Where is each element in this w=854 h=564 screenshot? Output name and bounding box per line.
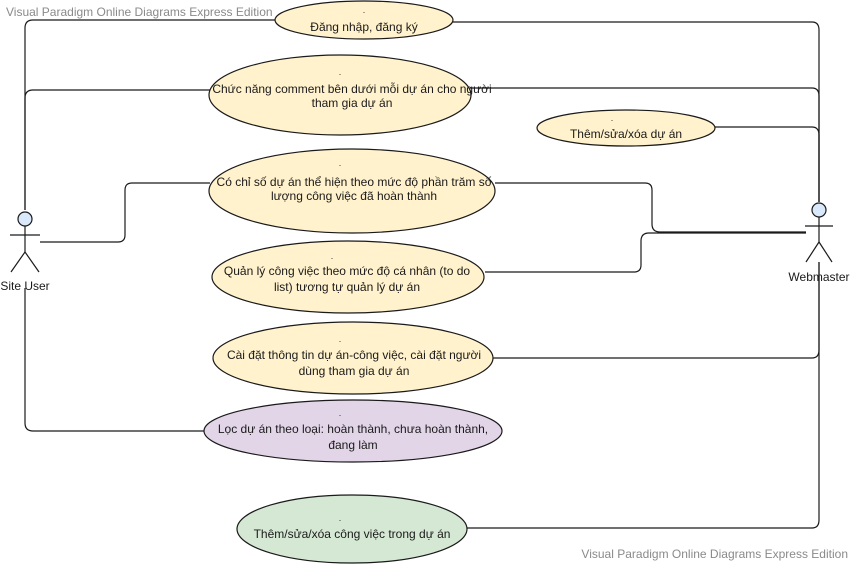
use-case-marker: . (331, 251, 334, 261)
connectors (24, 19, 820, 529)
use-case-progress-index[interactable]: . Có chỉ số dự án thể hiện theo mức độ p… (208, 148, 496, 234)
use-case-label: list) tương tự quản lý dự án (274, 280, 420, 294)
use-case-label: Thêm/sửa/xóa dự án (570, 127, 682, 141)
use-case-marker: . (363, 5, 366, 15)
use-case-label: Quản lý công việc theo mức độ cá nhân (t… (224, 264, 471, 278)
actor-site-user[interactable]: Site User (0, 211, 50, 293)
use-case-label: Chức năng comment bên dưới mỗi dự án cho… (212, 81, 491, 96)
use-case-label: tham gia dự án (312, 96, 393, 110)
actor-webmaster-label: Webmaster (788, 270, 849, 284)
connector-user-comment (24, 89, 225, 210)
use-case-label: đang làm (328, 438, 377, 452)
use-case-marker: . (339, 408, 342, 418)
use-case-personal-todo[interactable]: . Quản lý công việc theo mức độ cá nhân … (211, 240, 485, 314)
use-case-label: Cài đặt thông tin dự án-công việc, cài đ… (227, 348, 481, 362)
watermark-top: Visual Paradigm Online Diagrams Express … (6, 5, 273, 19)
watermark-bottom: Visual Paradigm Online Diagrams Express … (581, 547, 848, 561)
use-case-label: Thêm/sửa/xóa công việc trong dự án (254, 527, 451, 541)
actor-site-user-leg-right (24, 251, 40, 273)
use-case-comment[interactable]: . Chức năng comment bên dưới mỗi dự án c… (208, 54, 492, 136)
connector-webmaster-comment (470, 87, 820, 202)
connector-webmaster-progress (495, 182, 806, 233)
connector-webmaster-crud-task (466, 262, 820, 529)
use-case-marker: . (339, 67, 342, 77)
actor-webmaster-leg-right (818, 241, 833, 263)
connector-webmaster-login (452, 21, 820, 202)
actor-webmaster-leg-left (805, 241, 820, 263)
actor-webmaster-head (811, 202, 827, 218)
connector-webmaster-crud-project (714, 126, 820, 202)
actor-site-user-leg-left (10, 251, 26, 273)
actor-site-user-label: Site User (0, 279, 49, 293)
use-case-label: lượng công việc đã hoàn thành (271, 189, 437, 203)
actor-site-user-head (17, 211, 33, 227)
use-case-marker: . (339, 158, 342, 168)
use-case-crud-task[interactable]: . Thêm/sửa/xóa công việc trong dự án (236, 494, 468, 564)
use-case-settings[interactable]: . Cài đặt thông tin dự án-công việc, cài… (212, 321, 494, 395)
connector-user-login (24, 19, 280, 210)
use-case-label: Có chỉ số dự án thể hiện theo mức độ phầ… (217, 175, 492, 189)
use-case-crud-project[interactable]: . Thêm/sửa/xóa dự án (536, 109, 716, 147)
connector-user-progress (40, 182, 210, 243)
actor-webmaster[interactable]: Webmaster (788, 202, 850, 284)
use-case-marker: . (611, 113, 614, 123)
use-case-login[interactable]: . Đăng nhập, đăng ký (274, 0, 454, 40)
use-case-marker: . (339, 513, 342, 523)
use-case-label: Đăng nhập, đăng ký (310, 20, 417, 34)
connector-user-filter (24, 288, 205, 432)
use-case-label: Lọc dự án theo loại: hoàn thành, chưa ho… (218, 422, 488, 436)
connector-webmaster-settings (492, 262, 820, 359)
use-case-label: dùng tham gia dự án (299, 364, 410, 378)
connector-webmaster-todo (485, 232, 806, 273)
use-case-marker: . (339, 334, 342, 344)
use-case-filter-projects[interactable]: . Lọc dự án theo loại: hoàn thành, chưa … (203, 399, 503, 463)
